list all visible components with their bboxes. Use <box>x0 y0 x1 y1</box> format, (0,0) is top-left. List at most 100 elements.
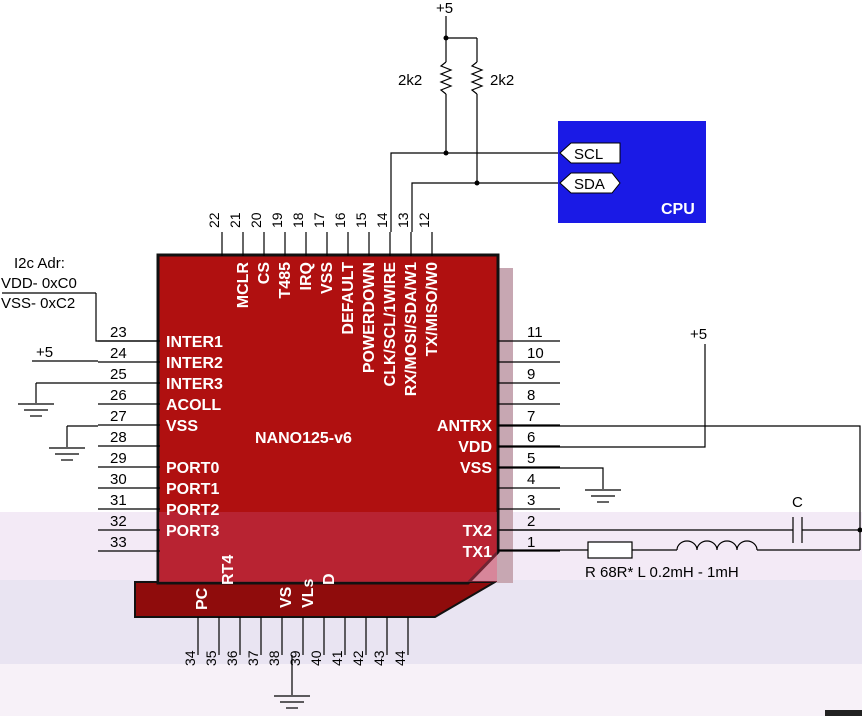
top-pin-number: 17 <box>311 212 327 228</box>
left-pin-name: PORT1 <box>166 481 219 498</box>
chip-name: NANO125-v6 <box>255 430 352 447</box>
antrx-net <box>498 425 861 550</box>
right-pin-number: 3 <box>527 492 535 509</box>
right-pin-number: 5 <box>527 450 535 467</box>
right-pin-name: ANTRX <box>437 418 492 435</box>
scl-port <box>559 142 621 164</box>
top-pin-number: 13 <box>395 212 411 228</box>
left-pin-name: ACOLL <box>166 397 221 414</box>
right-pin-number: 11 <box>527 324 543 341</box>
filter-resistor <box>587 541 633 559</box>
left-pin-name: PORT0 <box>166 460 219 477</box>
top-pin-number: 19 <box>269 212 285 228</box>
sda-port-label: SDA <box>574 176 605 193</box>
right-pin-name: VDD <box>458 439 492 456</box>
sda-port <box>559 172 621 194</box>
top-pin-number: 15 <box>353 212 369 228</box>
supply-left-label: +5 <box>36 344 53 361</box>
corner-mark <box>825 710 862 716</box>
resistor-r1-label: 2k2 <box>398 72 422 89</box>
right-pin-number: 6 <box>527 429 535 446</box>
left-pin-number: 29 <box>110 450 127 467</box>
resistor-r2-label: 2k2 <box>490 72 514 89</box>
top-pin-name: POWERDOWN <box>361 262 378 373</box>
supply-top-label: +5 <box>436 0 453 17</box>
left-pin-number: 26 <box>110 387 127 404</box>
right-pin-number: 1 <box>527 534 535 551</box>
right-pin-number: 4 <box>527 471 535 488</box>
right-pin-number: 8 <box>527 387 535 404</box>
i2c-vdd: VDD- 0xC0 <box>1 275 77 292</box>
left-pin-name: PORT2 <box>166 502 219 519</box>
scl-port-label: SCL <box>574 146 603 163</box>
sda-net <box>411 182 560 232</box>
top-pin-number: 14 <box>374 212 390 228</box>
left-pin-number: 32 <box>110 513 127 530</box>
bottom-pin-number: 38 <box>266 650 282 666</box>
bottom-label-vls: VLs <box>300 579 317 608</box>
bottom-label-pc: PC <box>194 587 211 610</box>
left-pin-number: 25 <box>110 366 127 383</box>
capacitor-label: C <box>792 494 803 511</box>
i2c-vss: VSS- 0xC2 <box>1 295 75 312</box>
bottom-pin-number: 39 <box>287 650 303 666</box>
right-pin-name: VSS <box>460 460 492 477</box>
cpu-block <box>558 121 706 223</box>
i2c-title: I2c Adr: <box>14 255 65 272</box>
top-pin-name: RX/MOSI/SDA/W1 <box>403 262 420 396</box>
left-pin-number: 27 <box>110 408 127 425</box>
top-pin-name: IRQ <box>298 262 315 290</box>
left-pin-number: 31 <box>110 492 127 509</box>
left-pin-number: 24 <box>110 345 127 362</box>
bottom-pin-number: 36 <box>224 650 240 666</box>
left-pin-number: 28 <box>110 429 127 446</box>
left-pin-name: INTER3 <box>166 376 223 393</box>
right-pin-number: 9 <box>527 366 535 383</box>
vdd-net <box>498 344 706 448</box>
right-pin-name: TX2 <box>463 523 492 540</box>
top-pin-name: MCLR <box>235 262 252 309</box>
left-pin-name: INTER1 <box>166 334 223 351</box>
top-pin-name: CS <box>256 262 273 285</box>
overlay-band-bottom <box>0 664 862 716</box>
top-pin-name: DEFAULT <box>340 262 357 335</box>
left-pin-name: INTER2 <box>166 355 223 372</box>
top-pin-number: 18 <box>290 212 306 228</box>
filter-label: R 68R* L 0.2mH - 1mH <box>585 564 739 581</box>
top-pin-number: 12 <box>416 212 432 228</box>
bottom-pin-number: 40 <box>308 650 324 666</box>
right-pin-number: 2 <box>527 513 535 530</box>
bottom-label-d: D <box>321 573 338 585</box>
top-pin-number: 20 <box>248 212 264 228</box>
left-pin-name: VSS <box>166 418 198 435</box>
bottom-label-vs: VS <box>278 586 295 608</box>
top-pin-name: VSS <box>319 262 336 294</box>
pin23-net <box>95 293 160 342</box>
top-pin-name: T485 <box>277 262 294 299</box>
top-pin-name: TX/MISO/W0 <box>424 262 441 356</box>
right-pin-number: 7 <box>527 408 535 425</box>
bottom-pin-number: 44 <box>392 650 408 666</box>
bottom-label-rt4: RT4 <box>220 555 237 585</box>
bottom-pin-number: 42 <box>350 650 366 666</box>
resistor-r2 <box>470 61 484 95</box>
left-pin-number: 23 <box>110 324 127 341</box>
bottom-pin-number: 35 <box>203 650 219 666</box>
bottom-pin-number: 41 <box>329 650 345 666</box>
filter-inductor <box>676 540 758 551</box>
cpu-label: CPU <box>661 201 695 218</box>
top-pin-number: 21 <box>227 212 243 228</box>
top-pin-name: CLK/SCL/1WIRE <box>382 262 399 387</box>
vss-right-net <box>498 467 604 489</box>
bottom-pin-number: 43 <box>371 650 387 666</box>
top-pin-number: 16 <box>332 212 348 228</box>
chip-overlay <box>159 512 497 582</box>
right-pin-number: 10 <box>527 345 544 362</box>
bottom-pin-number: 37 <box>245 650 261 666</box>
resistor-r1 <box>439 61 453 95</box>
